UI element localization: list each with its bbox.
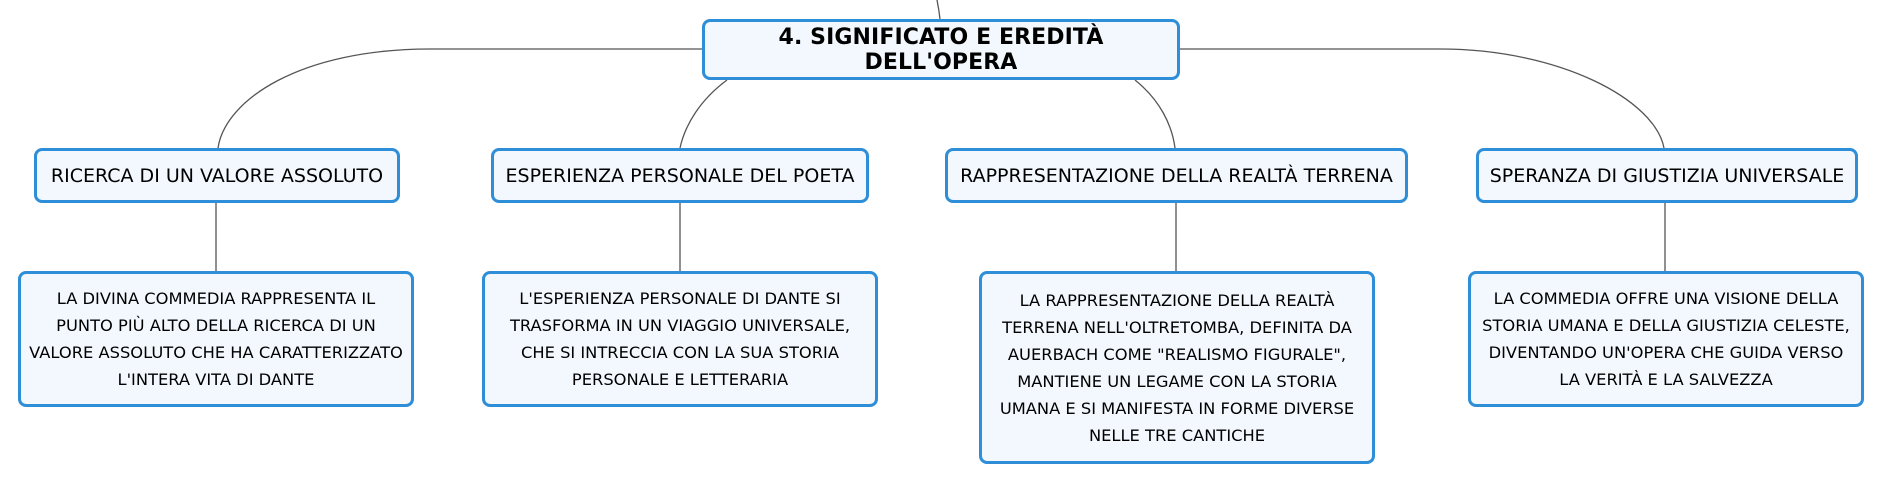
detail-node-rappresentazione[interactable]: LA RAPPRESENTAZIONE DELLA REALTÀ TERRENA… — [979, 271, 1375, 464]
topic-label: ESPERIENZA PERSONALE DEL POETA — [505, 164, 855, 187]
connector-root-topic-2 — [679, 79, 728, 149]
topic-node-rappresentazione[interactable]: RAPPRESENTAZIONE DELLA REALTÀ TERRENA — [945, 148, 1408, 203]
detail-text: LA DIVINA COMMEDIA RAPPRESENTA IL PUNTO … — [29, 289, 403, 389]
detail-node-esperienza[interactable]: L'ESPERIENZA PERSONALE DI DANTE SI TRASF… — [482, 271, 878, 407]
topic-node-speranza[interactable]: SPERANZA DI GIUSTIZIA UNIVERSALE — [1476, 148, 1858, 203]
connector-to-parent — [936, 0, 941, 20]
root-title: 4. SIGNIFICATO E EREDITÀ DELL'OPERA — [778, 24, 1104, 75]
topic-node-esperienza[interactable]: ESPERIENZA PERSONALE DEL POETA — [491, 148, 869, 203]
topic-label: SPERANZA DI GIUSTIZIA UNIVERSALE — [1489, 164, 1845, 187]
root-node[interactable]: 4. SIGNIFICATO E EREDITÀ DELL'OPERA — [702, 19, 1180, 80]
connector-root-topic-1 — [217, 48, 702, 149]
detail-node-speranza[interactable]: LA COMMEDIA OFFRE UNA VISIONE DELLA STOR… — [1468, 271, 1864, 407]
connector-root-topic-3 — [1134, 79, 1176, 149]
topic-node-ricerca[interactable]: RICERCA DI UN VALORE ASSOLUTO — [34, 148, 400, 203]
detail-text: LA RAPPRESENTAZIONE DELLA REALTÀ TERRENA… — [999, 290, 1355, 445]
detail-text: LA COMMEDIA OFFRE UNA VISIONE DELLA STOR… — [1482, 289, 1850, 389]
connector-root-topic-4 — [1180, 48, 1665, 149]
detail-node-ricerca[interactable]: LA DIVINA COMMEDIA RAPPRESENTA IL PUNTO … — [18, 271, 414, 407]
detail-text: L'ESPERIENZA PERSONALE DI DANTE SI TRASF… — [509, 289, 851, 389]
topic-label: RICERCA DI UN VALORE ASSOLUTO — [50, 164, 384, 187]
topic-label: RAPPRESENTAZIONE DELLA REALTÀ TERRENA — [960, 164, 1393, 187]
